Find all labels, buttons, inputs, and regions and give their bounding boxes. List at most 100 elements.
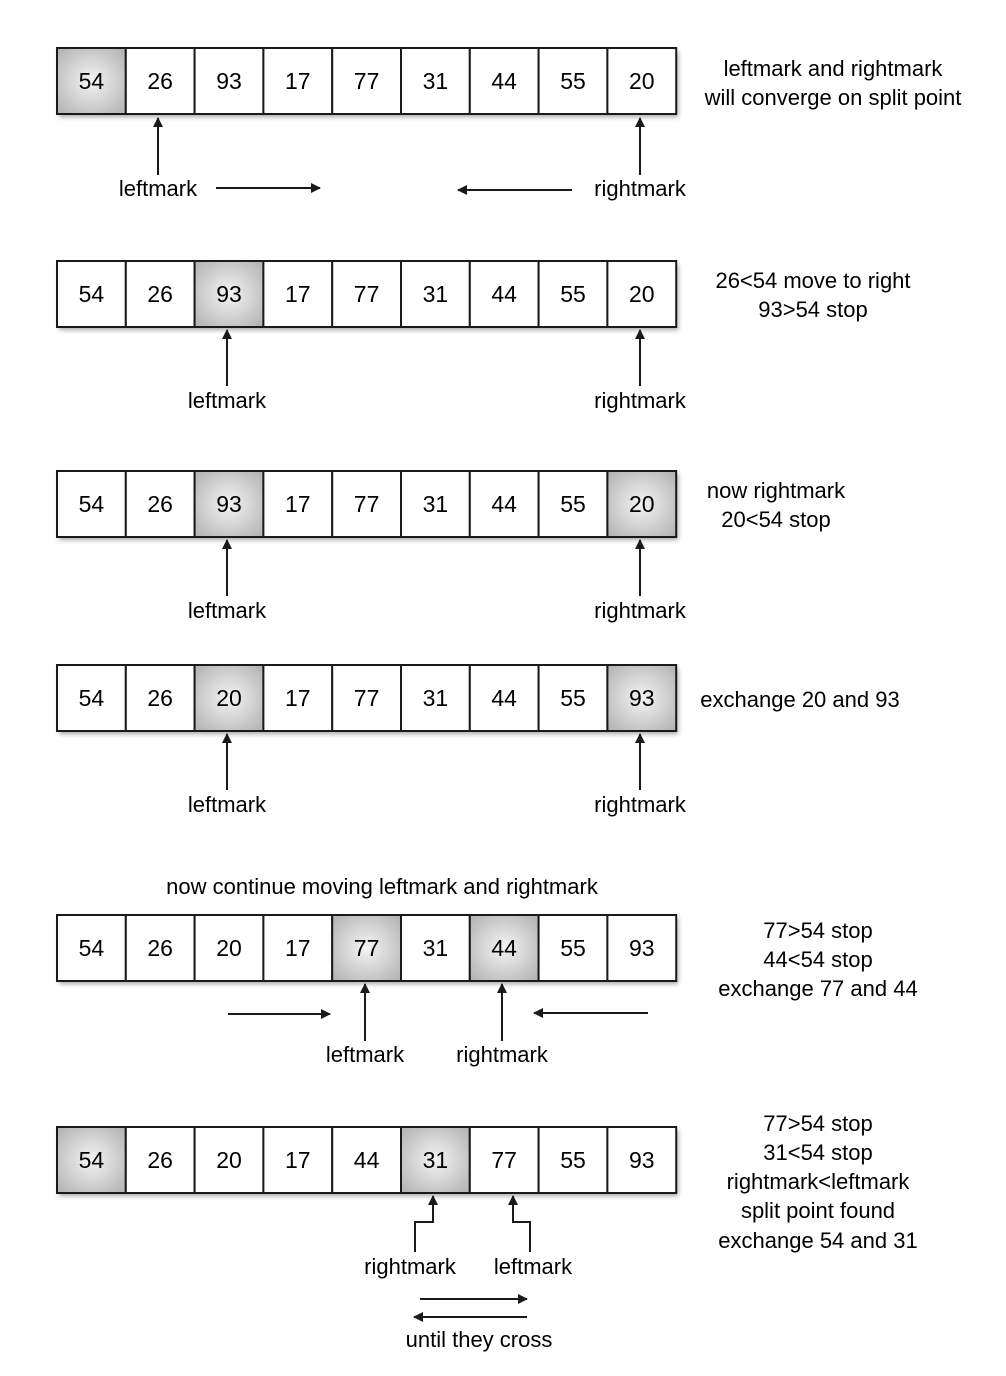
array-cell-highlighted bbox=[56, 1126, 127, 1194]
leftmark-label: leftmark bbox=[326, 1042, 405, 1067]
array-cell bbox=[606, 1126, 678, 1194]
array-value: 93 bbox=[216, 68, 242, 94]
array-value: 77 bbox=[354, 685, 380, 711]
array-cell-highlighted bbox=[468, 914, 540, 982]
array-value: 26 bbox=[147, 68, 173, 94]
rightmark-label: rightmark bbox=[594, 598, 687, 623]
section-heading: now continue moving leftmark and rightma… bbox=[166, 874, 599, 899]
array-cell-highlighted bbox=[193, 470, 265, 538]
array-cell bbox=[331, 664, 403, 732]
rightmark-label: rightmark bbox=[364, 1254, 457, 1279]
array-cell bbox=[193, 1126, 265, 1194]
crossing-caption: until they cross bbox=[406, 1327, 553, 1352]
array-cell-highlighted bbox=[331, 914, 403, 982]
array-cell bbox=[124, 664, 196, 732]
array-value: 44 bbox=[491, 935, 517, 961]
array-value: 44 bbox=[491, 491, 517, 517]
array-value: 77 bbox=[491, 1147, 517, 1173]
array-cell bbox=[262, 47, 334, 115]
array-cell bbox=[606, 47, 678, 115]
array-cell-highlighted bbox=[606, 470, 678, 538]
array-value: 77 bbox=[354, 935, 380, 961]
array-value: 55 bbox=[560, 1147, 586, 1173]
array-cell-highlighted bbox=[56, 47, 127, 115]
array-value: 26 bbox=[147, 281, 173, 307]
array-value: 93 bbox=[629, 935, 655, 961]
array-value: 26 bbox=[147, 935, 173, 961]
array-value: 20 bbox=[629, 491, 655, 517]
note-line: will converge on split point bbox=[704, 85, 962, 110]
array-value: 54 bbox=[79, 935, 105, 961]
array-value: 44 bbox=[491, 685, 517, 711]
array-cell bbox=[331, 47, 403, 115]
array-value: 20 bbox=[216, 935, 242, 961]
array-value: 77 bbox=[354, 68, 380, 94]
array-value: 31 bbox=[423, 281, 449, 307]
array-value: 31 bbox=[423, 68, 449, 94]
array-cell bbox=[331, 260, 403, 328]
note-line: 20<54 stop bbox=[721, 507, 830, 532]
array-cell bbox=[56, 470, 127, 538]
array-value: 55 bbox=[560, 281, 586, 307]
array-value: 55 bbox=[560, 491, 586, 517]
array-value: 31 bbox=[423, 935, 449, 961]
step-note: exchange 20 and 93 bbox=[700, 687, 899, 712]
array-cell bbox=[537, 47, 609, 115]
array-cell bbox=[400, 260, 471, 328]
array-value: 26 bbox=[147, 685, 173, 711]
array-value: 17 bbox=[285, 281, 311, 307]
array-cell bbox=[468, 664, 540, 732]
array-value: 26 bbox=[147, 491, 173, 517]
note-line: now rightmark bbox=[707, 478, 846, 503]
array-value: 54 bbox=[79, 68, 105, 94]
leftmark-label: leftmark bbox=[188, 388, 267, 413]
array-cell bbox=[124, 47, 196, 115]
array-cell bbox=[124, 470, 196, 538]
array-value: 20 bbox=[629, 68, 655, 94]
leftmark-label: leftmark bbox=[119, 176, 198, 201]
array-cell bbox=[193, 47, 265, 115]
step-note: now rightmark 20<54 stop bbox=[707, 478, 846, 532]
array-cell bbox=[262, 664, 334, 732]
array-cell bbox=[56, 260, 127, 328]
array-cell bbox=[606, 260, 678, 328]
array-value: 93 bbox=[216, 281, 242, 307]
array-cell bbox=[124, 914, 196, 982]
array-value: 17 bbox=[285, 685, 311, 711]
array-cell bbox=[400, 914, 471, 982]
rightmark-pointer-arrow bbox=[414, 1195, 438, 1252]
array-value: 17 bbox=[285, 68, 311, 94]
array-value: 54 bbox=[79, 685, 105, 711]
step-note: 77>54 stop 44<54 stop exchange 77 and 44 bbox=[718, 918, 917, 1001]
note-line: 31<54 stop bbox=[763, 1140, 872, 1165]
array-value: 17 bbox=[285, 935, 311, 961]
note-line: exchange 20 and 93 bbox=[700, 687, 899, 712]
note-line: 77>54 stop bbox=[763, 1111, 872, 1136]
array-cell bbox=[124, 260, 196, 328]
array-cell bbox=[468, 1126, 540, 1194]
array-value: 54 bbox=[79, 1147, 105, 1173]
rightmark-label: rightmark bbox=[594, 792, 687, 817]
rightmark-label: rightmark bbox=[594, 176, 687, 201]
leftmark-label: leftmark bbox=[188, 598, 267, 623]
note-line: split point found bbox=[741, 1198, 895, 1223]
array-value: 44 bbox=[491, 68, 517, 94]
leftmark-label: leftmark bbox=[494, 1254, 573, 1279]
note-line: 77>54 stop bbox=[763, 918, 872, 943]
array-cell bbox=[537, 260, 609, 328]
array-cell-highlighted bbox=[606, 664, 678, 732]
array-cell bbox=[400, 47, 471, 115]
step-note: 77>54 stop 31<54 stop rightmark<leftmark… bbox=[718, 1111, 917, 1253]
rightmark-label: rightmark bbox=[594, 388, 687, 413]
array-value: 31 bbox=[423, 491, 449, 517]
note-line: 26<54 move to right bbox=[715, 268, 910, 293]
